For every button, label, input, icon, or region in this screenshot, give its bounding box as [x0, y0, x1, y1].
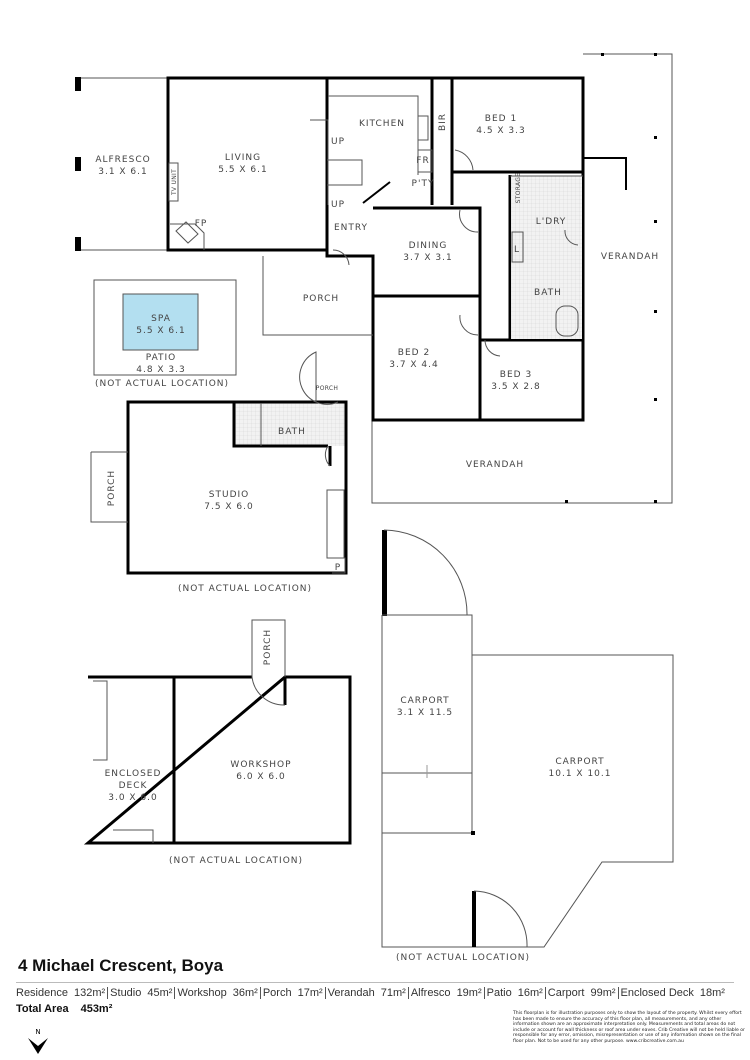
- bed2-name: BED 2: [398, 348, 430, 358]
- studio-porch-label: PORCH: [107, 470, 117, 506]
- workshop-location-note: (NOT ACTUAL LOCATION): [169, 856, 303, 866]
- carport-small-size: 3.1 X 11.5: [397, 708, 453, 718]
- bed3-size: 3.5 X 2.8: [491, 382, 541, 392]
- spa-size: 5.5 X 6.1: [136, 326, 186, 336]
- area-value: 45m²: [147, 987, 173, 999]
- area-label: Enclosed Deck: [620, 987, 694, 999]
- porch-outline: [262, 256, 373, 336]
- living-name: LIVING: [225, 153, 261, 163]
- spa: [122, 293, 199, 351]
- total-area-value: 453m²: [80, 1003, 113, 1015]
- area-item: Workshop 36m²: [177, 987, 261, 999]
- area-item: Enclosed Deck 18m²: [621, 987, 727, 999]
- area-label: Porch: [262, 987, 292, 999]
- studio-building: [90, 351, 348, 575]
- room-labels: ALFRESCO 3.1 X 6.1 LIVING 5.5 X 6.1 KITC…: [95, 113, 659, 963]
- workshop-building: [83, 619, 352, 845]
- workshop-size: 6.0 X 6.0: [236, 772, 286, 782]
- area-value: 99m²: [590, 987, 616, 999]
- pantry-label: P'TY: [412, 179, 435, 189]
- fridge-label: FR: [416, 156, 429, 166]
- porch-label: PORCH: [303, 294, 339, 304]
- area-item: Alfresco 19m²: [411, 987, 485, 999]
- deck-size: 3.0 X 6.0: [108, 793, 158, 803]
- area-item: Residence 132m²: [16, 987, 109, 999]
- bed2-size: 3.7 X 4.4: [389, 360, 439, 370]
- area-label: Studio: [110, 987, 142, 999]
- area-label: Alfresco: [410, 987, 451, 999]
- living-size: 5.5 X 6.1: [218, 165, 268, 175]
- total-area: Total Area 453m²: [16, 1003, 112, 1015]
- studio-bath-label: BATH: [278, 427, 306, 437]
- area-value: 17m²: [297, 987, 323, 999]
- bir-label: BIR: [438, 113, 448, 131]
- patio-name: PATIO: [146, 353, 177, 363]
- studio-name: STUDIO: [209, 490, 249, 500]
- alfresco-name: ALFRESCO: [95, 155, 150, 165]
- tv-unit-label: TV UNIT: [171, 169, 178, 196]
- stairs-up-label-2: UP: [331, 200, 345, 210]
- spa-name: SPA: [151, 314, 171, 324]
- area-label: Workshop: [177, 987, 227, 999]
- studio-pantry-label: P: [335, 563, 341, 573]
- area-label: Residence: [16, 987, 68, 999]
- area-value: 71m²: [380, 987, 406, 999]
- dining-size: 3.7 X 3.1: [403, 253, 453, 263]
- patio-size: 4.8 X 3.3: [136, 365, 186, 375]
- north-arrow-icon: N: [28, 1028, 48, 1054]
- studio-location-note: (NOT ACTUAL LOCATION): [178, 584, 312, 594]
- area-value: 36m²: [232, 987, 258, 999]
- divider: [16, 982, 734, 983]
- carport-location-note: (NOT ACTUAL LOCATION): [396, 953, 530, 963]
- bed3-name: BED 3: [500, 370, 532, 380]
- studio-small-porch-label: PORCH: [316, 385, 338, 392]
- area-item: Studio 45m²: [110, 987, 176, 999]
- studio-size: 7.5 X 6.0: [204, 502, 254, 512]
- alfresco-size: 3.1 X 6.1: [98, 167, 148, 177]
- fireplace-label: FP: [195, 219, 208, 229]
- dining-name: DINING: [409, 241, 448, 251]
- carport-large-size: 10.1 X 10.1: [549, 769, 612, 779]
- area-label: Patio: [486, 987, 512, 999]
- stairs-up-label: UP: [331, 137, 345, 147]
- area-item: Patio 16m²: [487, 987, 546, 999]
- carport-large-name: CARPORT: [555, 757, 604, 767]
- floor-plan: ALFRESCO 3.1 X 6.1 LIVING 5.5 X 6.1 KITC…: [75, 53, 674, 963]
- carport-small-name: CARPORT: [400, 696, 449, 706]
- deck-name-2: DECK: [119, 781, 148, 791]
- patio-location-note: (NOT ACTUAL LOCATION): [95, 379, 229, 389]
- area-label: Verandah: [327, 987, 375, 999]
- patio-outline: [93, 279, 237, 376]
- verandah: [371, 53, 673, 504]
- entry-label: ENTRY: [334, 223, 368, 233]
- area-item: Porch 17m²: [263, 987, 326, 999]
- area-value: 132m²: [73, 987, 106, 999]
- residence: [75, 76, 585, 422]
- bed1-name: BED 1: [485, 114, 517, 124]
- workshop-name: WORKSHOP: [230, 760, 291, 770]
- verandah-label: VERANDAH: [601, 252, 659, 262]
- laundry-label: L'DRY: [536, 217, 567, 227]
- area-label: Carport: [547, 987, 585, 999]
- workshop-porch-label: PORCH: [263, 629, 273, 665]
- kitchen-name: KITCHEN: [359, 119, 405, 129]
- property-address: 4 Michael Crescent, Boya: [18, 956, 224, 975]
- area-value: 18m²: [699, 987, 725, 999]
- deck-name-1: ENCLOSED: [105, 769, 162, 779]
- area-item: Carport 99m²: [548, 987, 619, 999]
- bath-label: BATH: [534, 288, 562, 298]
- area-summary: Residence 132m² Studio 45m² Workshop 36m² P…: [16, 987, 729, 999]
- storage-label: STORAGE: [515, 173, 522, 204]
- area-value: 16m²: [517, 987, 543, 999]
- disclaimer: This floorplan is for illustration purpo…: [513, 1011, 745, 1044]
- carport: [381, 529, 674, 948]
- linen-label: L: [514, 245, 520, 255]
- area-item: Verandah 71m²: [328, 987, 409, 999]
- total-area-label: Total Area: [16, 1003, 69, 1015]
- north-label: N: [35, 1028, 40, 1036]
- bed1-size: 4.5 X 3.3: [476, 126, 526, 136]
- verandah-bottom-label: VERANDAH: [466, 460, 524, 470]
- area-value: 19m²: [456, 987, 482, 999]
